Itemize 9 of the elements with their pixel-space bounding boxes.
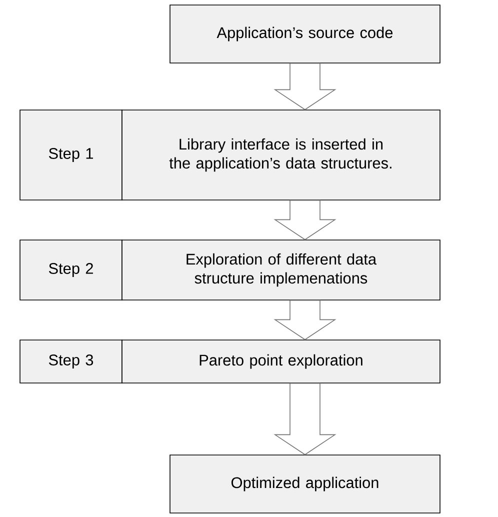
step-label-box: Step 3 <box>20 340 122 384</box>
block-arrow <box>274 63 336 110</box>
block-arrow <box>274 383 336 456</box>
step-label-box: Step 2 <box>20 240 122 300</box>
step-label-box: Step 1 <box>20 110 122 200</box>
process-box: Optimized application <box>170 454 440 514</box>
process-box: Application’s source code <box>170 4 440 64</box>
block-arrow <box>274 200 336 240</box>
block-arrow <box>274 300 336 340</box>
